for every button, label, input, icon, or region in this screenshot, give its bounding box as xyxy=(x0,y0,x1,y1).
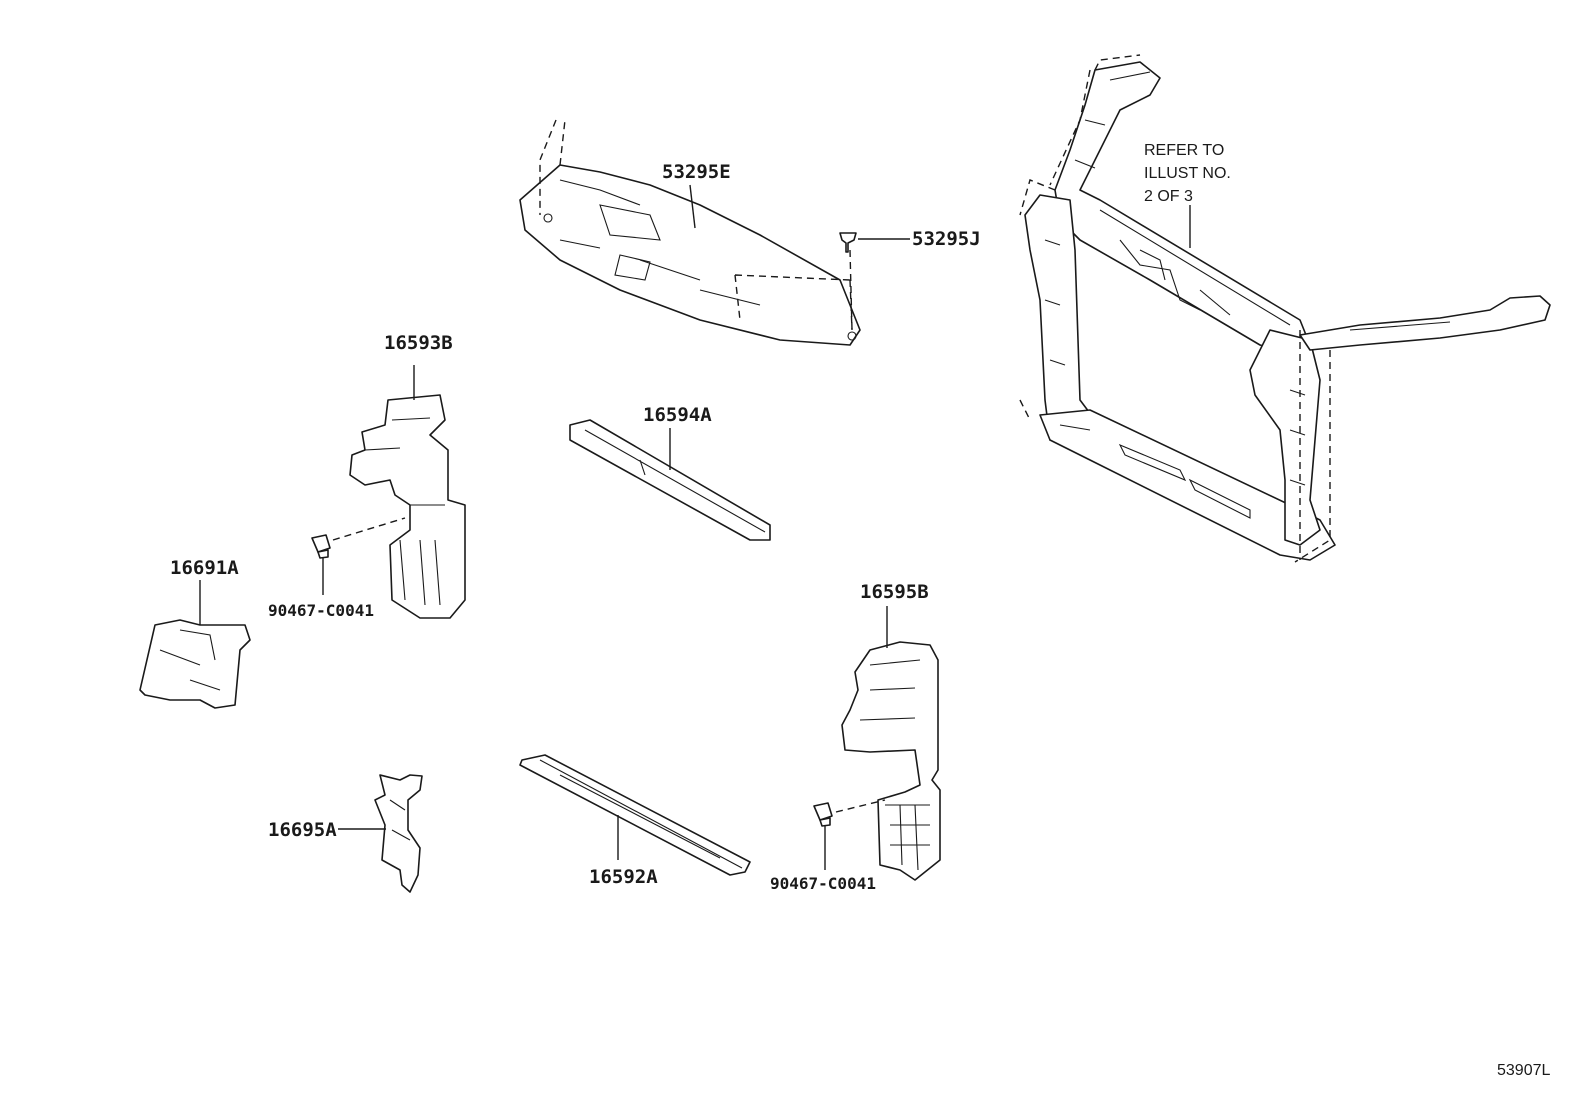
label-16695A: 16695A xyxy=(268,819,337,841)
label-16595B: 16595B xyxy=(860,581,929,603)
illustration-id: 53907L xyxy=(1497,1062,1550,1079)
part-16595B-air-guide xyxy=(841,641,941,881)
part-16593B-air-guide xyxy=(349,394,466,619)
label-16592A: 16592A xyxy=(589,866,658,888)
part-16695A-seal xyxy=(374,774,423,893)
refer-note-line1: REFER TO xyxy=(1144,142,1224,159)
part-16691A-seal xyxy=(139,619,251,709)
part-16592A-seal-lower xyxy=(519,754,751,876)
part-53295E-cover xyxy=(519,164,861,346)
label-53295J: 53295J xyxy=(912,228,981,250)
part-16594A-seal-bar xyxy=(569,419,771,541)
label-16594A: 16594A xyxy=(643,404,712,426)
label-16593B: 16593B xyxy=(384,332,453,354)
refer-note-line3: 2 OF 3 xyxy=(1144,188,1193,205)
part-90467-bolt-right xyxy=(813,802,833,827)
refer-note-line2: ILLUST NO. xyxy=(1144,165,1231,182)
label-90467-right: 90467-C0041 xyxy=(770,874,876,893)
label-53295E: 53295E xyxy=(662,161,731,183)
label-16691A: 16691A xyxy=(170,557,239,579)
part-53295J-clip xyxy=(839,232,857,253)
label-90467-left: 90467-C0041 xyxy=(268,601,374,620)
radiator-support-assembly xyxy=(1024,61,1551,561)
part-90467-bolt-left xyxy=(311,534,331,559)
